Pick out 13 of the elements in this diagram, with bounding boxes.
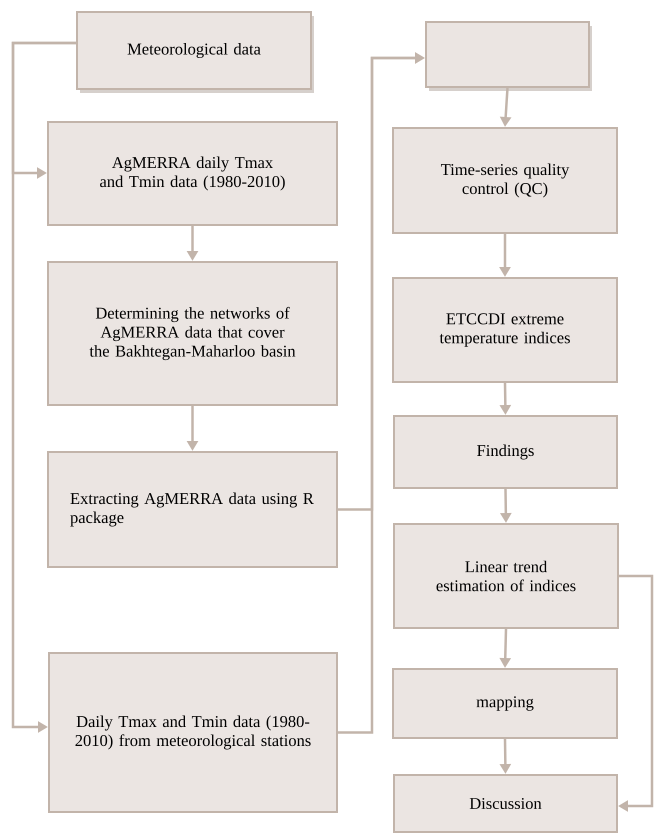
process-box: ETCCDI extreme temperature indices xyxy=(392,277,618,383)
process-box: Determining the networks of AgMERRA data that cover the Bakhtegan-Maharloo basin xyxy=(47,261,338,406)
arrow xyxy=(618,574,654,812)
process-box: Time-series quality control (QC) xyxy=(392,127,618,234)
process-box: Linear trend estimation of indices xyxy=(393,523,619,629)
process-box: mapping xyxy=(392,668,618,739)
process-box: Findings xyxy=(393,415,618,489)
process-box: Extracting AgMERRA data using R package xyxy=(47,451,338,568)
process-box: Meteorological data xyxy=(76,11,314,93)
process-box: Discussion xyxy=(393,774,618,833)
process-box: AgMERRA daily Tmax and Tmin data (1980-2010) xyxy=(47,121,338,226)
empty-box xyxy=(425,21,592,91)
process-box: Daily Tmax and Tmin data (1980-2010) from meteorological stations xyxy=(48,652,338,813)
